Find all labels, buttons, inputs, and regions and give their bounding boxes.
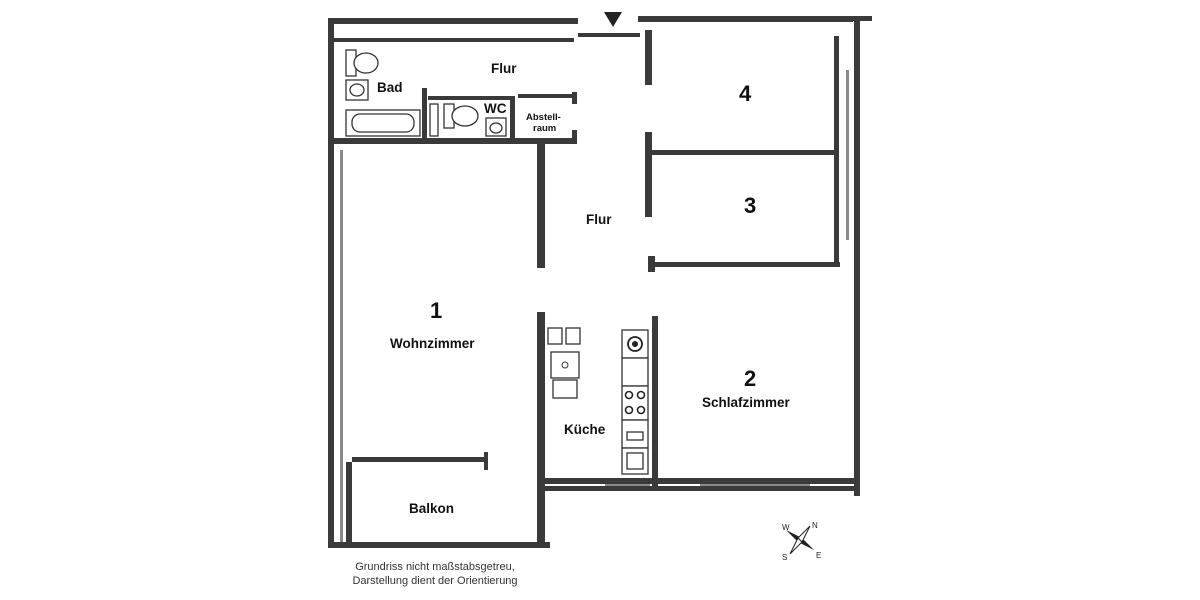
entrance-arrow-icon <box>604 12 622 27</box>
disclaimer-line-1: Grundriss nicht maßstabsgetreu, <box>355 561 515 573</box>
bathroom-fixtures <box>345 49 507 137</box>
disclaimer-line-2: Darstellung dient der Orientierung <box>352 575 518 587</box>
label-abstellraum-line1: Abstell- <box>526 112 561 123</box>
label-balkon: Balkon <box>409 501 454 516</box>
label-kueche: Küche <box>564 422 606 437</box>
disclaimer-note: Grundriss nicht maßstabsgetreu, Darstell… <box>330 560 540 588</box>
label-abstellraum-line2: raum <box>533 123 556 134</box>
room-4-number: 4 <box>739 81 752 106</box>
room-3-number: 3 <box>744 193 756 218</box>
outer-walls <box>328 16 872 548</box>
compass-n: N <box>812 521 818 530</box>
label-wohnzimmer: Wohnzimmer <box>390 336 475 351</box>
kitchen-fixtures <box>547 327 649 475</box>
label-flur-top: Flur <box>491 61 517 76</box>
compass-e: E <box>816 551 821 560</box>
label-wc: WC <box>484 101 507 116</box>
room-1-number: 1 <box>430 298 442 323</box>
compass-rose-icon: N E S W <box>782 521 821 562</box>
label-bad: Bad <box>377 80 403 95</box>
label-schlafzimmer: Schlafzimmer <box>702 395 791 410</box>
room-2-number: 2 <box>744 366 756 391</box>
compass-s: S <box>782 553 787 562</box>
label-flur-mid: Flur <box>586 212 612 227</box>
compass-w: W <box>782 523 790 532</box>
interior-walls <box>334 30 840 546</box>
